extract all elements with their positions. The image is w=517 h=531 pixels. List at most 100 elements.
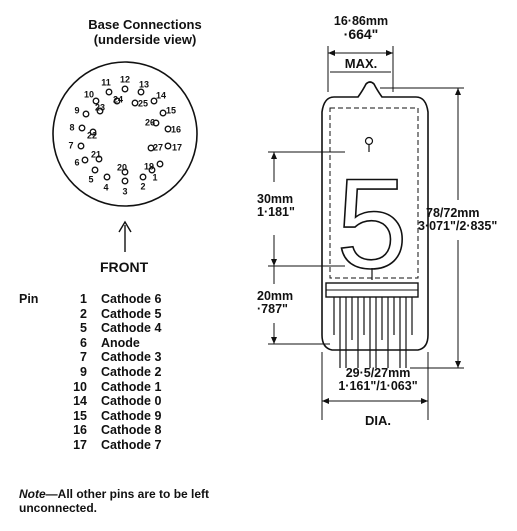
pin-header-cell [19,380,53,395]
arrow-down-icon-2 [271,337,277,344]
pin-hole [121,85,129,93]
pin-label: 27 [153,143,163,153]
base-outline [52,61,198,207]
pin-hole [95,155,103,163]
pin-header-cell [19,409,53,424]
pin-number: 6 [80,335,87,350]
pin-label: 13 [139,80,149,90]
pin-header-cell [19,321,53,336]
pin-hole [103,173,111,181]
pin-header-cell [19,336,53,351]
pin-number: 15 [73,408,87,423]
pin-number: 7 [80,350,87,365]
pin-hole [150,97,158,105]
pin-function: Cathode 7 [101,437,162,452]
pin-hole [121,168,129,176]
pin-number: 5 [80,321,87,336]
arrow-down-icon-3 [455,361,461,368]
pin-label: 5 [88,175,93,185]
pin-label: 23 [95,103,105,113]
pin-hole [164,142,172,150]
base-height-in: ·787" [257,302,288,316]
pin-hole [152,119,160,127]
pin-label: 19 [144,162,154,172]
pin-number: 14 [73,394,87,409]
arrow-up-icon-2 [455,88,461,95]
note-prefix: Note [19,487,46,501]
base-leads [333,297,413,368]
pin-table-row: 6 Anode [19,336,161,351]
note: Note—All other pins are to be left uncon… [19,487,219,515]
pin-table-row: 14 Cathode 0 [19,394,161,409]
pin-label: 6 [74,158,79,168]
pin-function: Cathode 0 [101,394,162,409]
pin-number: 9 [80,364,87,379]
arrow-right-icon [386,50,393,56]
pin-hole [164,125,172,133]
pin-label: 4 [103,183,108,193]
pin-hole [121,177,129,185]
pin-hole [147,144,155,152]
dia-label: DIA. [365,413,391,428]
pin-function: Cathode 3 [101,350,162,365]
pin-header-cell [19,365,53,380]
width-dim-label: 16·86mm ·664" [328,14,394,42]
digit-window [329,107,419,279]
dia-dim-label: 29·5/27mm 1·161"/1·063" [323,367,433,393]
pin-label: 12 [120,75,130,85]
dia-in: 1·161"/1·063" [338,379,418,393]
pin-label: 25 [138,99,148,109]
arrow-left-icon [328,50,335,56]
pin-label: 7 [68,141,73,151]
pin-hole [78,124,86,132]
pin-hole [77,142,85,150]
pin-label: 26 [145,118,155,128]
pin-hole [113,97,121,105]
arrow-up-icon [271,152,277,159]
pin-function: Anode [101,335,140,350]
pin-label: 1 [152,173,157,183]
pin-number: 16 [73,423,87,438]
pin-table-row: 5 Cathode 4 [19,321,161,336]
pin-hole [91,166,99,174]
pin-hole [148,166,156,174]
pin-label: 3 [122,187,127,197]
pin-table-row: 16 Cathode 8 [19,423,161,438]
pin-hole [139,173,147,181]
pin-label: 11 [101,78,111,88]
pin-header-cell [19,350,53,365]
pin-label: 9 [74,106,79,116]
pin-table-row: 15 Cathode 9 [19,409,161,424]
tube-drawing: 5 [268,46,464,420]
overall-height-label: 78/72mm 3·071"/2·835" [418,207,497,233]
title-line-1: Base Connections [88,17,202,32]
pin-hole [81,156,89,164]
pin-label: 2 [140,182,145,192]
digit-height-label: 30mm 1·181" [257,193,295,219]
pin-function: Cathode 4 [101,321,162,336]
pin-label: 20 [117,163,127,173]
pin-label: 21 [91,150,101,160]
pin-function: Cathode 6 [101,292,162,306]
width-max-label: MAX. [344,56,378,71]
glass-envelope [321,81,429,351]
front-arrow-icon [118,220,132,233]
pin-label: 22 [87,131,97,141]
pin-label: 14 [156,91,166,101]
pin-function: Cathode 5 [101,306,162,321]
pin-label: 16 [171,125,181,135]
pin-hole [92,97,100,105]
pin-table-row: 7 Cathode 3 [19,350,161,365]
front-label: FRONT [100,259,149,275]
pin-hole [96,107,104,115]
pin-header-cell: Pin [19,292,39,306]
width-mm: 16·86mm [333,14,389,28]
pin-function: Cathode 8 [101,423,162,438]
pin-function: Cathode 9 [101,408,162,423]
